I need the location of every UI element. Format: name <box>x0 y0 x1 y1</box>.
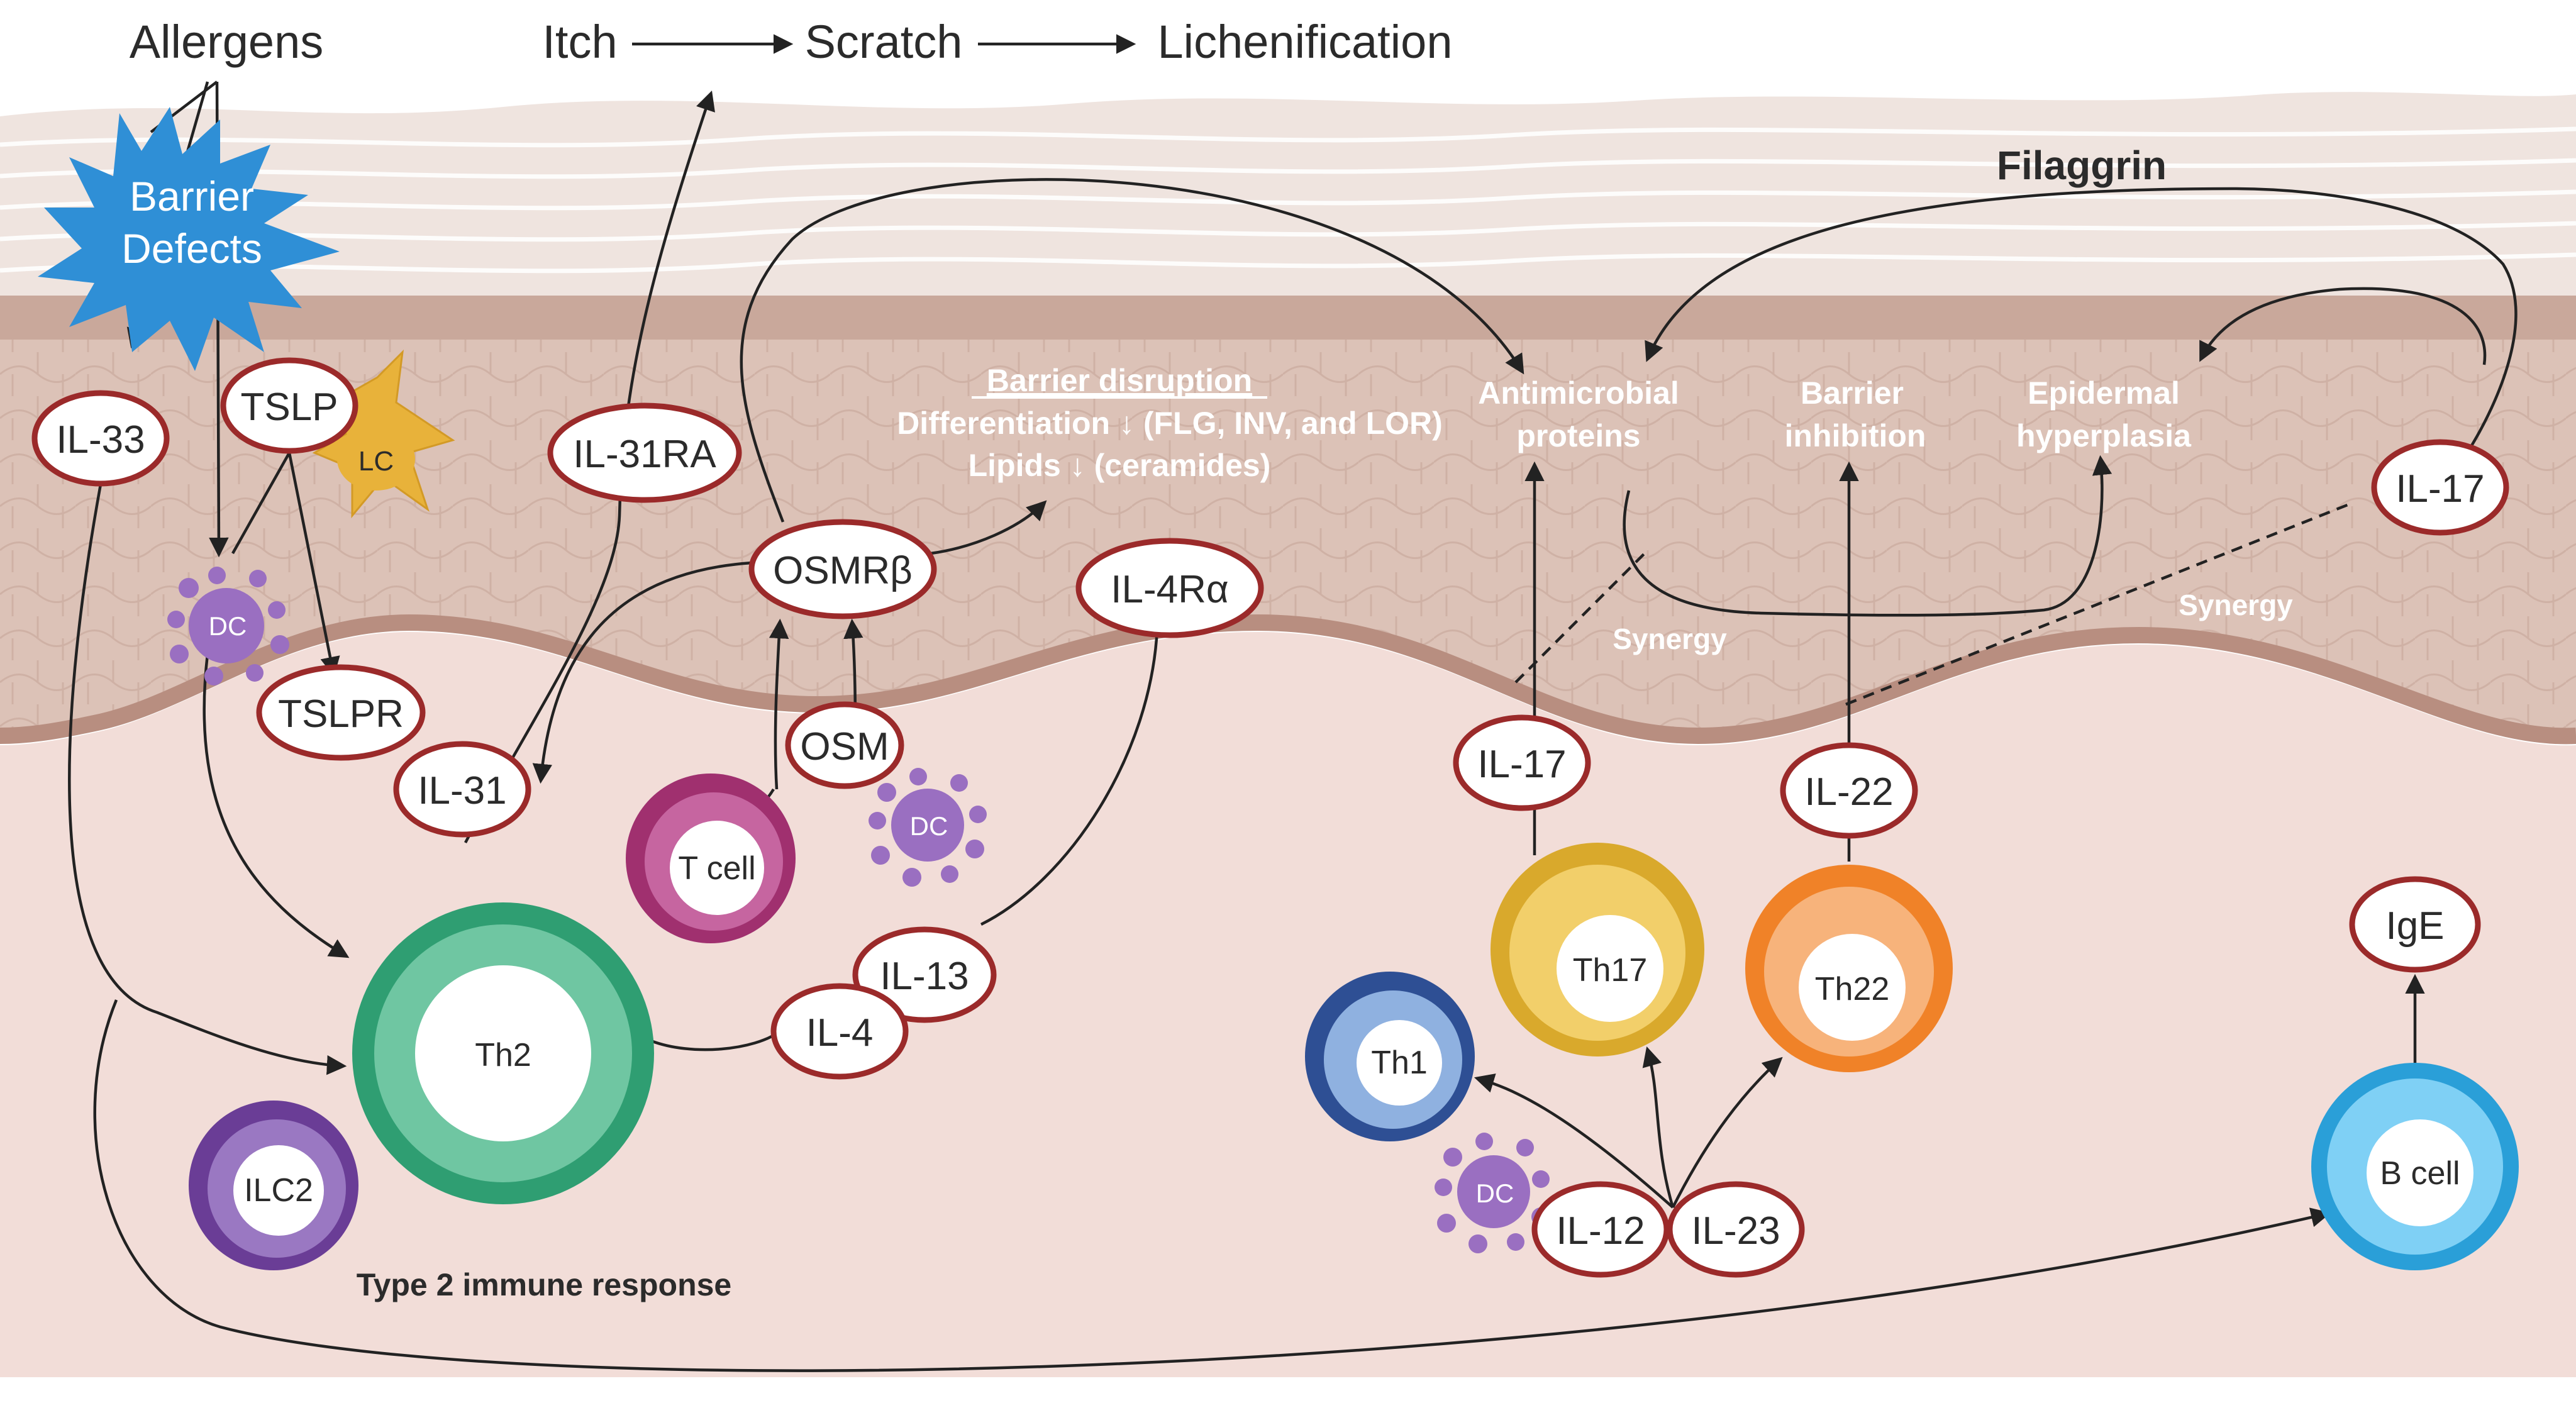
pill-il31ra: IL-31RA <box>547 402 742 503</box>
pill-il23: IL-23 <box>1667 1181 1805 1278</box>
barrier-defects-star: Barrier Defects <box>38 107 340 371</box>
barrier-disruption-line2: Lipids ↓ (ceramides) <box>969 448 1271 483</box>
epidermal-hyperplasia-label-2: hyperplasia <box>2016 418 2192 453</box>
langerhans-cell: LC <box>312 349 455 519</box>
epidermal-hyperplasia-label-1: Epidermal <box>2028 375 2180 411</box>
svg-text:IL-17: IL-17 <box>1477 743 1566 786</box>
svg-text:IL-33: IL-33 <box>56 418 145 462</box>
itch-label: Itch <box>542 16 617 68</box>
barrier-disruption-heading: Barrier disruption <box>987 363 1252 398</box>
th17-cell: Th17 <box>1491 843 1704 1056</box>
allergens-label: Allergens <box>130 16 324 68</box>
dendritic-cell-mid: DC <box>869 768 987 887</box>
dc-left-label: DC <box>209 611 247 641</box>
svg-text:OSM: OSM <box>800 725 889 768</box>
svg-text:TSLP: TSLP <box>240 385 338 429</box>
svg-text:IL-4: IL-4 <box>806 1011 874 1055</box>
filaggrin-label: Filaggrin <box>1997 143 2167 188</box>
barrier-inhibition-label-1: Barrier <box>1801 375 1904 411</box>
svg-text:TSLPR: TSLPR <box>278 692 404 736</box>
pill-il31: IL-31 <box>393 741 531 838</box>
ilc2-label: ILC2 <box>244 1172 313 1209</box>
th1-cell: Th1 <box>1305 972 1475 1141</box>
svg-text:IL-23: IL-23 <box>1691 1209 1780 1253</box>
synergy-label-left: Synergy <box>1613 623 1727 655</box>
synergy-label-right: Synergy <box>2179 589 2293 621</box>
antimicrobial-label-2: proteins <box>1516 418 1640 453</box>
pill-il13: IL-13 <box>852 926 997 1023</box>
pill-osm: OSM <box>785 701 904 789</box>
pill-il4ra: IL-4Rα <box>1075 538 1264 638</box>
pill-il4: IL-4 <box>770 983 909 1080</box>
pill-il33: IL-33 <box>31 390 170 487</box>
svg-text:IL-4Rα: IL-4Rα <box>1111 568 1228 611</box>
scratch-label: Scratch <box>805 16 963 68</box>
th22-cell: Th22 <box>1745 865 1953 1072</box>
svg-text:IL-17: IL-17 <box>2396 467 2484 511</box>
th1-label: Th1 <box>1371 1045 1428 1081</box>
lichenification-label: Lichenification <box>1158 16 1453 68</box>
type2-response-label: Type 2 immune response <box>357 1267 731 1302</box>
dendritic-cell-right: DC <box>1435 1133 1550 1253</box>
svg-text:IL-31: IL-31 <box>418 769 506 812</box>
pill-tslpr: TSLPR <box>256 664 426 761</box>
pill-ige: IgE <box>2349 876 2481 973</box>
th22-label: Th22 <box>1815 971 1890 1007</box>
svg-text:IL-22: IL-22 <box>1804 770 1893 814</box>
pill-il22: IL-22 <box>1780 742 1918 839</box>
svg-text:OSMRβ: OSMRβ <box>773 549 913 592</box>
dendritic-cell-left: DC <box>167 567 289 685</box>
ilc2-cell: ILC2 <box>189 1101 358 1270</box>
barrier-disruption-block: Barrier disruption Differentiation ↓ (FL… <box>897 363 1443 483</box>
bcell-label: B cell <box>2380 1155 2460 1192</box>
svg-text:IL-13: IL-13 <box>880 955 969 998</box>
pill-tslp: TSLP <box>220 357 358 454</box>
antimicrobial-label-1: Antimicrobial <box>1478 375 1679 411</box>
pill-il12: IL-12 <box>1531 1181 1670 1278</box>
pill-il17-lower: IL-17 <box>1453 714 1591 811</box>
dc-mid-label: DC <box>910 811 948 841</box>
dc-right-label: DC <box>1476 1178 1514 1208</box>
barrier-disruption-line1: Differentiation ↓ (FLG, INV, and LOR) <box>897 406 1443 441</box>
b-cell: B cell <box>2311 1063 2519 1270</box>
tcell-label: T cell <box>678 850 755 887</box>
th2-cell: Th2 <box>352 902 654 1204</box>
barrier-inhibition-label-2: inhibition <box>1785 418 1926 453</box>
barrier-defects-line2: Defects <box>121 225 262 272</box>
svg-text:IgE: IgE <box>2385 904 2444 948</box>
th17-label: Th17 <box>1573 952 1648 989</box>
t-cell: T cell <box>626 774 796 943</box>
barrier-defects-line1: Barrier <box>130 173 254 219</box>
svg-text:IL-12: IL-12 <box>1556 1209 1645 1253</box>
pill-osmrb: OSMRβ <box>748 519 937 619</box>
pill-il17-upper: IL-17 <box>2371 439 2509 536</box>
svg-text:IL-31RA: IL-31RA <box>573 433 716 476</box>
lc-label: LC <box>358 446 394 477</box>
th2-label: Th2 <box>475 1037 531 1073</box>
